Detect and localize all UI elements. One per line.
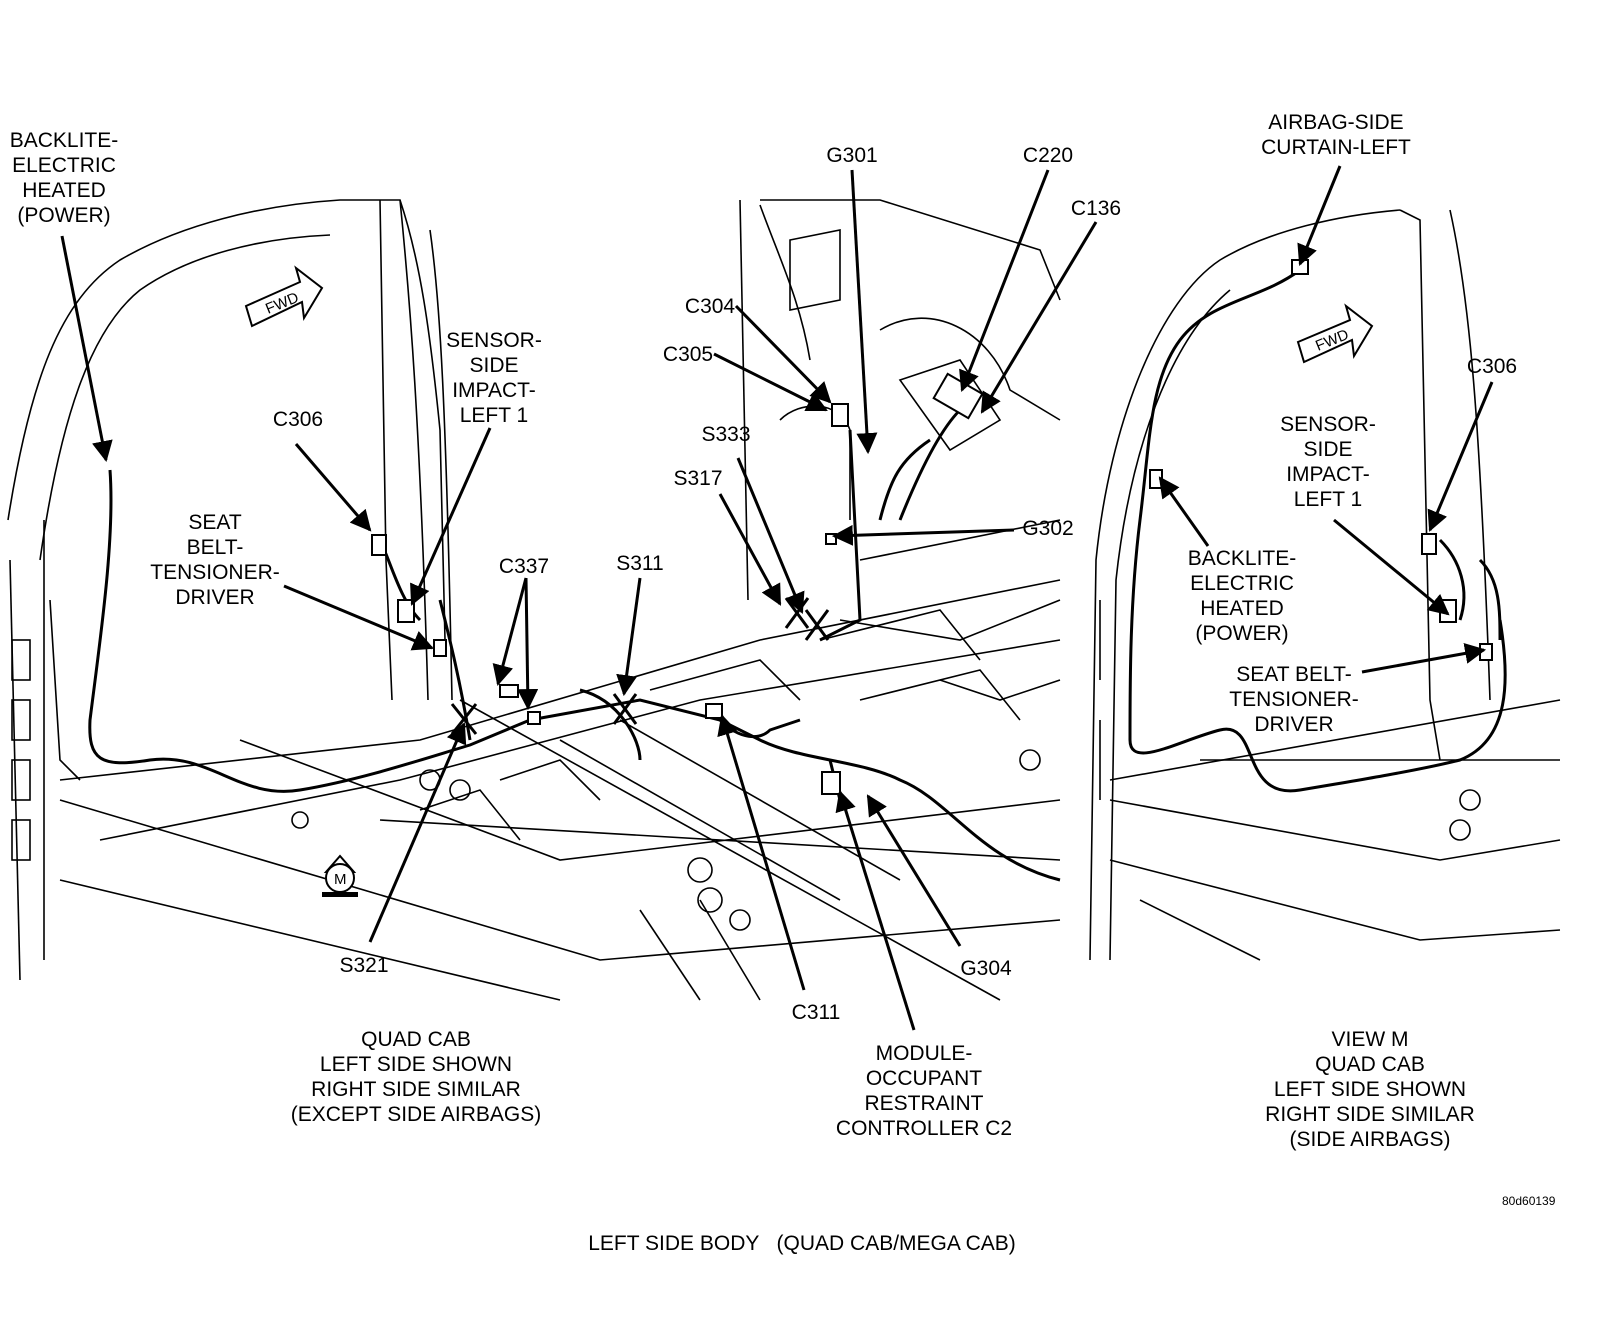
fwd-label-right: FWD <box>1313 326 1351 355</box>
figure-id: 80d60139 <box>1502 1194 1556 1208</box>
label-g304: G304 <box>960 957 1012 980</box>
label-module-occupant-restraint-controller: MODULE- OCCUPANT RESTRAINT CONTROLLER C2 <box>835 1042 1013 1140</box>
label-g302: G302 <box>1022 517 1074 540</box>
label-c306-right: C306 <box>1466 355 1518 378</box>
label-seat-belt-tensioner-right: SEAT BELT- TENSIONER- DRIVER <box>1229 663 1359 736</box>
label-c305: C305 <box>662 343 714 366</box>
label-sensor-side-impact-right: SENSOR- SIDE IMPACT- LEFT 1 <box>1280 413 1376 511</box>
label-s317: S317 <box>673 467 723 490</box>
label-s321: S321 <box>339 954 389 977</box>
label-airbag-side-curtain-left: AIRBAG-SIDE CURTAIN-LEFT <box>1261 111 1411 159</box>
motor-symbol-label: M <box>334 871 347 888</box>
label-sensor-side-impact-left: SENSOR- SIDE IMPACT- LEFT 1 <box>446 329 542 427</box>
label-c220: C220 <box>1022 144 1074 167</box>
motor-symbol-icon: M <box>322 854 358 897</box>
fwd-arrow-right-icon: FWD <box>1296 303 1374 364</box>
leader-lines <box>60 165 1494 1031</box>
fwd-arrow-left-icon: FWD <box>244 265 324 328</box>
caption-main-view: QUAD CAB LEFT SIDE SHOWN RIGHT SIDE SIMI… <box>290 1028 542 1126</box>
caption-view-m: VIEW M QUAD CAB LEFT SIDE SHOWN RIGHT SI… <box>1265 1028 1475 1151</box>
left-harness <box>88 408 1061 882</box>
label-backlite-left: BACKLITE- ELECTRIC HEATED (POWER) <box>9 129 119 227</box>
label-c311: C311 <box>791 1001 841 1024</box>
label-c304: C304 <box>684 295 736 318</box>
label-g301: G301 <box>826 144 878 167</box>
fwd-label-left: FWD <box>263 289 301 318</box>
label-c136: C136 <box>1070 197 1122 220</box>
label-s311: S311 <box>616 552 664 575</box>
right-harness <box>1128 268 1507 793</box>
right-body-structure <box>1089 209 1561 961</box>
left-connectors <box>371 372 984 795</box>
label-backlite-right: BACKLITE- ELECTRIC HEATED (POWER) <box>1187 547 1297 645</box>
label-s333: S333 <box>701 423 751 446</box>
label-seat-belt-tensioner-left: SEAT BELT- TENSIONER- DRIVER <box>150 511 280 609</box>
figure-title: LEFT SIDE BODY (QUAD CAB/MEGA CAB) <box>588 1232 1016 1255</box>
label-c337: C337 <box>498 555 550 578</box>
label-c306-left: C306 <box>272 408 324 431</box>
